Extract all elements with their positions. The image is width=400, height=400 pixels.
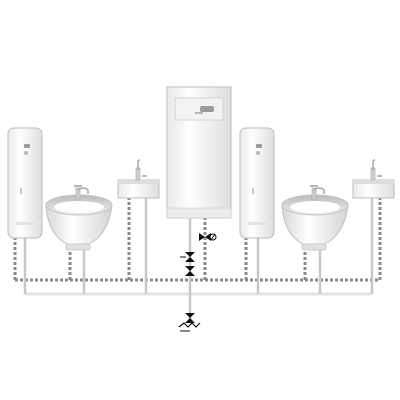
left-sink-tap-icon bbox=[135, 159, 147, 181]
pipe-network bbox=[13, 198, 382, 323]
left-heater-display-icon bbox=[24, 144, 30, 148]
right-sink-tap-icon bbox=[370, 159, 382, 181]
right-heater-knob-icon bbox=[256, 151, 260, 155]
heater-control-panel-icon bbox=[200, 106, 214, 112]
right-basin-tap-icon bbox=[310, 185, 325, 201]
central-water-heater bbox=[166, 86, 232, 219]
valve-cluster bbox=[178, 233, 217, 332]
right-sink bbox=[352, 159, 395, 199]
right-washbasin bbox=[281, 185, 349, 251]
left-basin-tap-icon bbox=[74, 185, 89, 201]
left-wall-heater bbox=[7, 127, 43, 239]
mixing-valve-icon bbox=[199, 233, 217, 241]
supply-valve-icon bbox=[185, 313, 195, 323]
right-wall-heater bbox=[239, 127, 275, 239]
left-washbasin bbox=[45, 185, 113, 251]
right-heater-display-icon bbox=[256, 144, 262, 148]
water-supply-icon bbox=[178, 322, 201, 332]
left-sink bbox=[117, 159, 160, 199]
shutoff-valve-middle-icon bbox=[185, 266, 195, 276]
shutoff-valve-upper-icon bbox=[180, 252, 195, 262]
left-heater-knob-icon bbox=[24, 151, 28, 155]
